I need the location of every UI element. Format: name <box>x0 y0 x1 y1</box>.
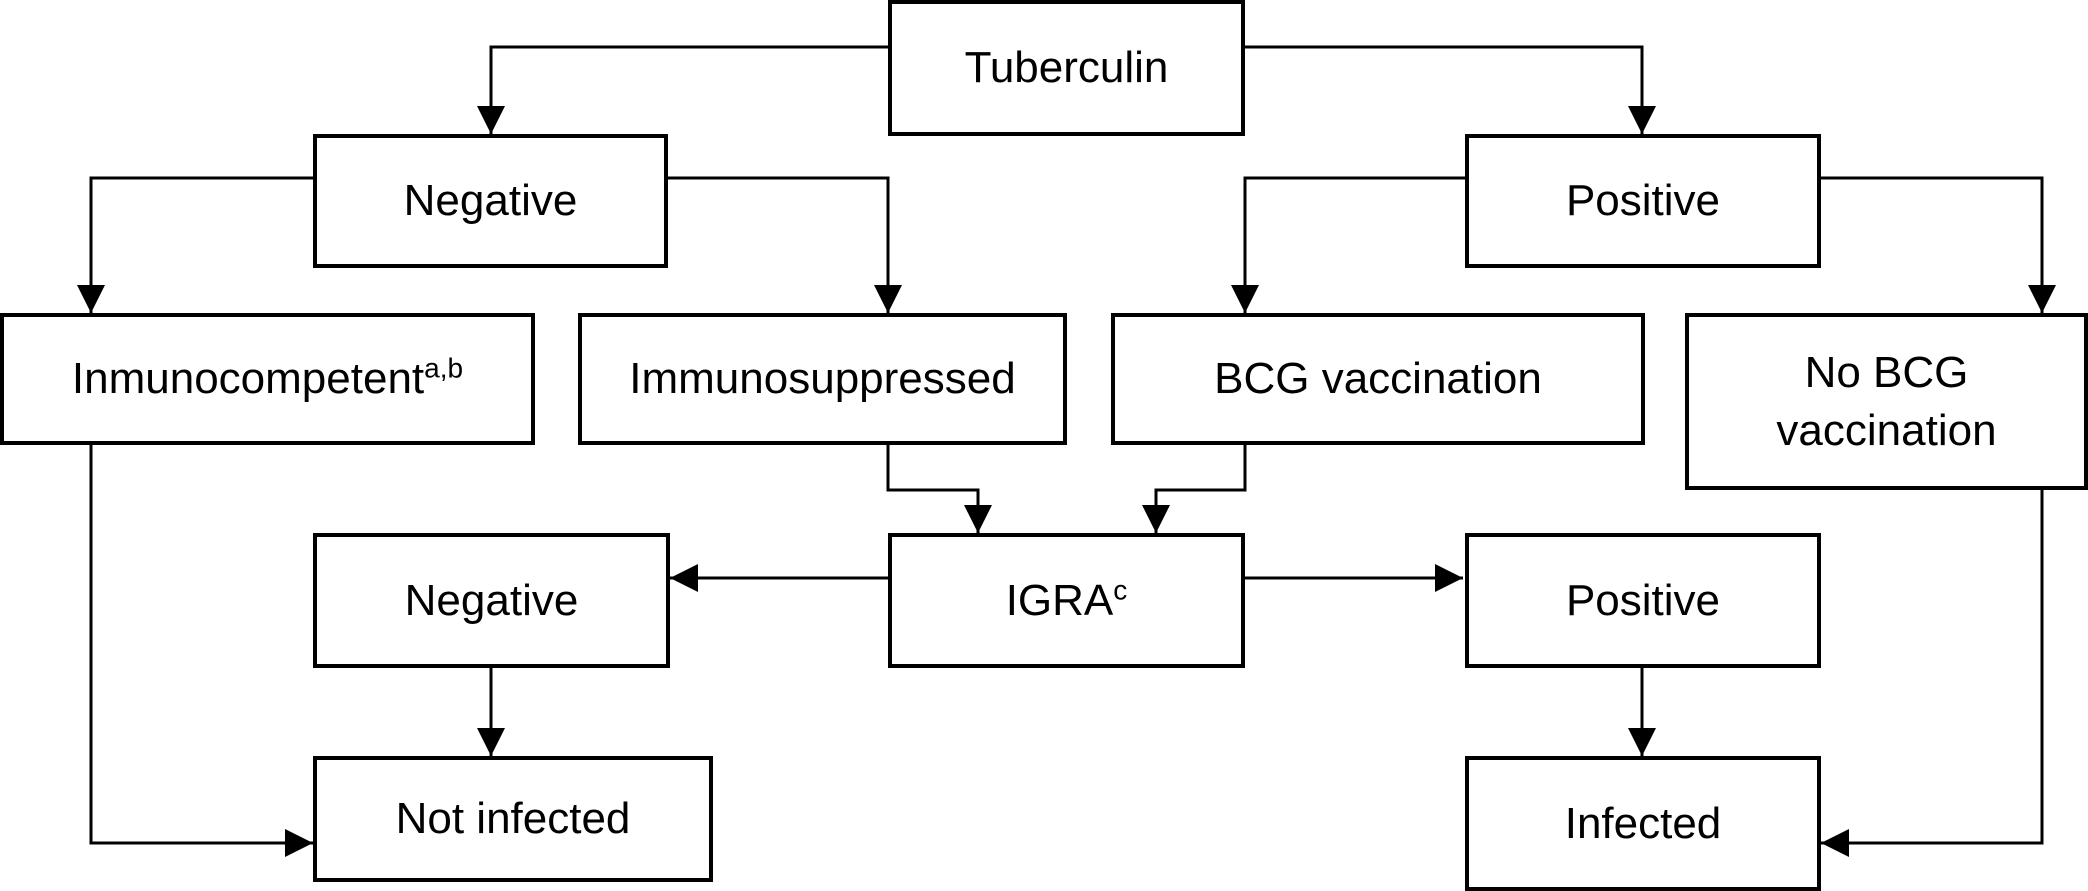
no-bcg-vaccination-label: No BCG vaccination <box>1776 344 1996 458</box>
not-infected-label: Not infected <box>395 794 631 844</box>
not-infected-node: Not infected <box>313 756 713 882</box>
no-bcg-line1: No BCG <box>1804 348 1969 398</box>
tuberculin-node: Tuberculin <box>888 0 1245 136</box>
negative-igra-label: Negative <box>404 575 579 625</box>
bcg-vaccination-node: BCG vaccination <box>1111 313 1645 445</box>
igra-node: IGRAc <box>888 533 1245 668</box>
positive-node: Positive <box>1465 134 1821 268</box>
bcg-vaccination-label: BCG vaccination <box>1214 354 1542 404</box>
negative-node: Negative <box>313 134 668 268</box>
edge-negative-to-immunocompetent <box>77 176 313 313</box>
edge-tuberculin-to-positive <box>1245 45 1656 134</box>
negative-label: Negative <box>403 176 578 226</box>
edge-immunocompetent-to-not-infected <box>89 445 313 857</box>
tuberculin-label: Tuberculin <box>964 43 1169 93</box>
positive-label: Positive <box>1565 176 1721 226</box>
no-bcg-vaccination-node: No BCG vaccination <box>1685 313 2088 490</box>
edge-no-bcg-to-infected <box>1821 490 2044 857</box>
immunosuppressed-node: Immunosuppressed <box>578 313 1067 445</box>
edge-tuberculin-to-negative <box>477 45 888 134</box>
immunocompetent-node: Inmunocompetenta,b <box>0 313 535 445</box>
igra-label: IGRAc <box>1006 572 1128 629</box>
edge-negative-to-immunosuppressed <box>668 176 902 313</box>
edge-positive-to-bcg <box>1231 176 1465 313</box>
edge-immunosuppressed-to-igra <box>886 445 992 533</box>
positive-igra-label: Positive <box>1565 575 1721 625</box>
igra-text: IGRA <box>1005 575 1114 625</box>
positive-igra-node: Positive <box>1465 533 1821 668</box>
igra-footnote: c <box>1113 574 1128 606</box>
immunocompetent-footnote: a,b <box>424 352 464 384</box>
edge-positive-to-no-bcg <box>1821 176 2056 313</box>
negative-igra-node: Negative <box>313 533 670 668</box>
immunosuppressed-label: Immunosuppressed <box>629 354 1016 404</box>
infected-node: Infected <box>1465 756 1821 891</box>
immunocompetent-text: Inmunocompetent <box>71 354 425 404</box>
immunocompetent-label: Inmunocompetenta,b <box>72 350 463 407</box>
no-bcg-line2: vaccination <box>1776 405 1997 455</box>
infected-label: Infected <box>1564 798 1722 848</box>
edge-bcg-to-igra <box>1142 445 1247 533</box>
